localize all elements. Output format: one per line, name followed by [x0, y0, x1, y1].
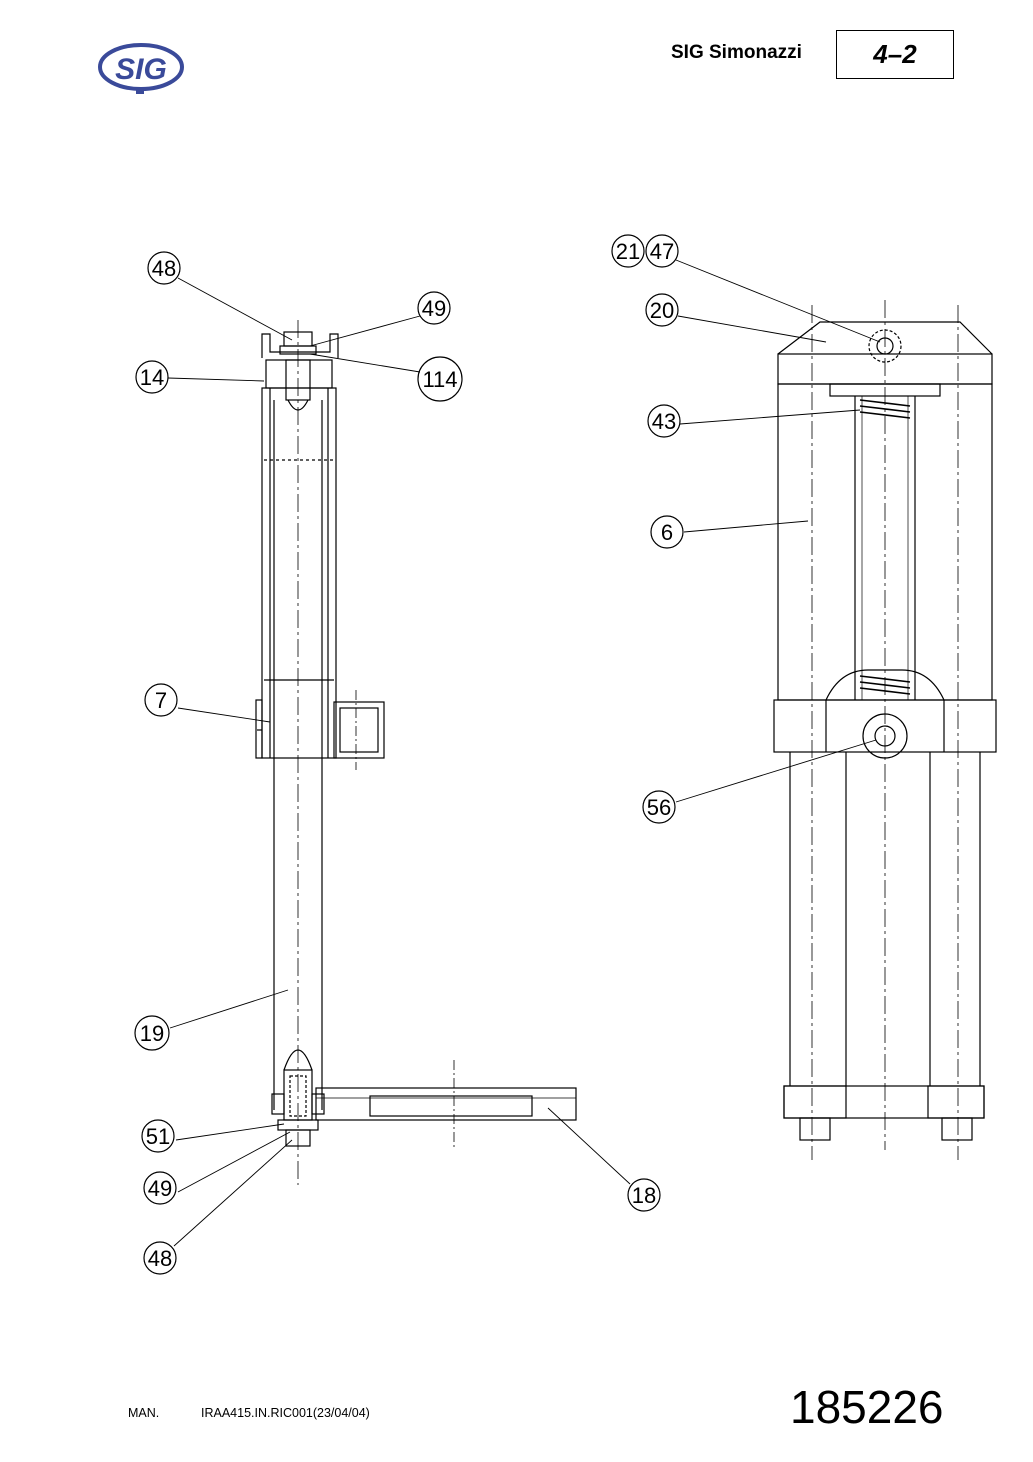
manual-label: MAN.: [128, 1406, 160, 1420]
callout-48-top: 48: [147, 251, 181, 285]
callout-6: 6: [650, 515, 684, 549]
svg-text:47: 47: [650, 239, 674, 264]
svg-text:19: 19: [140, 1021, 164, 1046]
svg-text:20: 20: [650, 298, 674, 323]
callout-47: 47: [645, 234, 679, 268]
callout-43: 43: [647, 404, 681, 438]
logo-text: SIG: [115, 53, 167, 86]
svg-text:6: 6: [661, 520, 673, 545]
page-number-box: 4–2: [836, 30, 954, 79]
callout-49-top: 49: [417, 291, 451, 325]
callout-19: 19: [134, 1015, 170, 1051]
svg-text:43: 43: [652, 409, 676, 434]
svg-text:48: 48: [148, 1246, 172, 1271]
right-assembly: [773, 300, 997, 1160]
svg-text:21: 21: [616, 239, 640, 264]
callout-14: 14: [135, 360, 169, 394]
callout-7: 7: [144, 683, 178, 717]
drawing-number: 185226: [790, 1381, 944, 1433]
callout-114: 114: [417, 356, 463, 402]
callout-20: 20: [645, 293, 679, 327]
svg-text:7: 7: [155, 688, 167, 713]
svg-text:14: 14: [140, 365, 164, 390]
svg-text:18: 18: [632, 1183, 656, 1208]
left-assembly: [255, 320, 577, 1185]
leader-lines: [167, 259, 881, 1247]
callout-21: 21: [611, 234, 645, 268]
document-reference: IRAA415.IN.RIC001(23/04/04): [201, 1406, 370, 1420]
svg-text:49: 49: [422, 296, 446, 321]
company-name: SIG Simonazzi: [671, 42, 802, 63]
callout-18: 18: [627, 1178, 661, 1212]
callout-49-bottom: 49: [143, 1171, 177, 1205]
svg-text:114: 114: [422, 367, 457, 392]
callout-48-bottom: 48: [143, 1241, 177, 1275]
page-number: 4–2: [873, 39, 917, 69]
svg-text:51: 51: [146, 1124, 170, 1149]
sig-logo: SIG: [98, 43, 184, 94]
callout-51: 51: [141, 1119, 175, 1153]
svg-text:48: 48: [152, 256, 176, 281]
svg-text:49: 49: [148, 1176, 172, 1201]
callout-56: 56: [642, 790, 676, 824]
svg-text:56: 56: [647, 795, 671, 820]
